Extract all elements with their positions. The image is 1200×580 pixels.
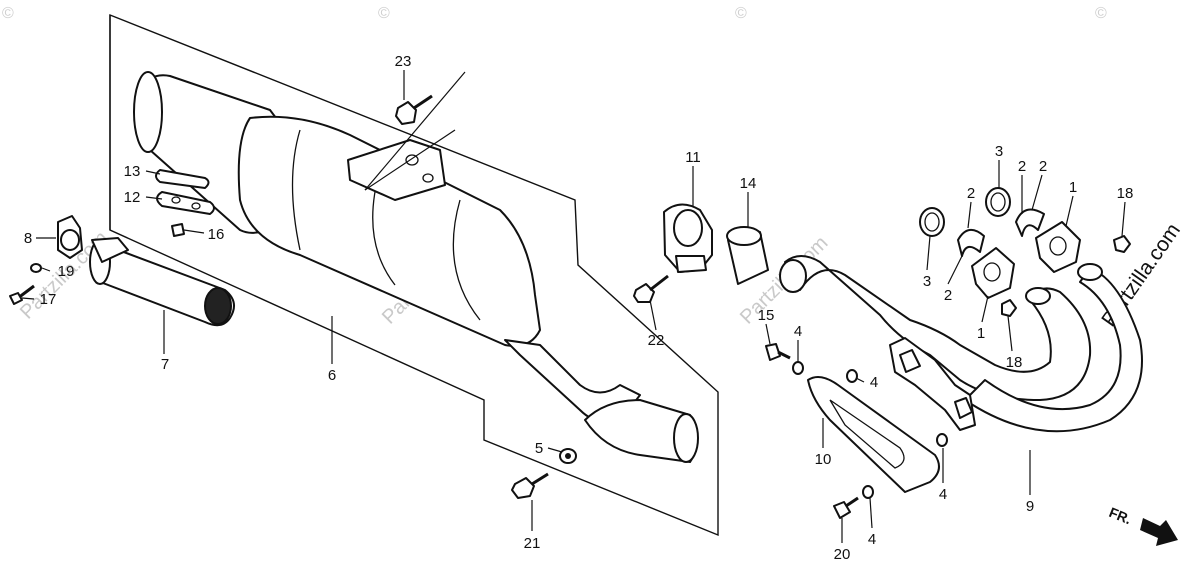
callout-6: 6 bbox=[328, 367, 336, 384]
callout-10: 10 bbox=[815, 451, 832, 468]
callout-17: 17 bbox=[40, 291, 57, 308]
nut-4 bbox=[846, 369, 858, 383]
bolt-16 bbox=[171, 223, 185, 237]
gasket-13 bbox=[155, 169, 210, 189]
fr-arrow-icon bbox=[1140, 518, 1178, 546]
washer-5 bbox=[559, 448, 577, 464]
callout-2: 2 bbox=[944, 287, 952, 304]
small-clamp bbox=[57, 215, 83, 259]
tail-pipe bbox=[89, 237, 235, 327]
callout-11: 11 bbox=[685, 149, 701, 166]
watermark-copyright: © bbox=[735, 5, 747, 22]
callout-5: 5 bbox=[535, 440, 543, 457]
callout-4: 4 bbox=[794, 323, 802, 340]
callout-1: 1 bbox=[1069, 179, 1077, 196]
exhaust-pipe-9 bbox=[779, 255, 1143, 433]
bolt-20 bbox=[833, 496, 859, 519]
watermark-copyright: © bbox=[378, 5, 390, 22]
callout-9: 9 bbox=[1026, 498, 1034, 515]
washer-19 bbox=[30, 263, 42, 273]
bolt-17 bbox=[9, 284, 35, 305]
watermark-copyright: © bbox=[2, 5, 14, 22]
muffler-body bbox=[133, 71, 699, 463]
callout-labels: 23 13 12 16 8 19 17 7 6 5 21 11 14 22 15… bbox=[24, 53, 1134, 563]
bolt-21 bbox=[511, 472, 549, 499]
callout-21: 21 bbox=[524, 535, 541, 552]
bolt-23 bbox=[395, 94, 433, 125]
callout-2: 2 bbox=[1039, 158, 1047, 175]
callout-8: 8 bbox=[24, 230, 32, 247]
callout-16: 16 bbox=[208, 226, 225, 243]
gaskets-collets-flanges bbox=[919, 187, 1131, 317]
nut-4 bbox=[792, 361, 804, 375]
callout-12: 12 bbox=[124, 189, 141, 206]
callout-4: 4 bbox=[939, 486, 947, 503]
fr-label: FR. bbox=[1107, 504, 1134, 527]
nut-4 bbox=[936, 433, 948, 447]
leader-lines bbox=[21, 70, 1126, 543]
muffler-group-frame bbox=[109, 13, 719, 537]
callout-23: 23 bbox=[395, 53, 412, 70]
callout-7: 7 bbox=[161, 356, 169, 373]
band-clamp-11 bbox=[663, 203, 713, 273]
bolt-15 bbox=[765, 343, 791, 361]
heat-shield-10 bbox=[807, 375, 940, 493]
callout-3: 3 bbox=[995, 143, 1003, 160]
callout-19: 19 bbox=[58, 263, 75, 280]
watermark-copyright: © bbox=[1095, 5, 1107, 22]
callout-20: 20 bbox=[834, 546, 851, 563]
callout-2: 2 bbox=[1018, 158, 1026, 175]
gasket-12 bbox=[156, 191, 215, 215]
callout-15: 15 bbox=[758, 307, 775, 324]
callout-18: 18 bbox=[1006, 354, 1023, 371]
callout-14: 14 bbox=[740, 175, 757, 192]
front-direction-indicator: FR. bbox=[1107, 504, 1178, 546]
sleeve-14 bbox=[726, 226, 769, 285]
callout-22: 22 bbox=[648, 332, 665, 349]
callout-18: 18 bbox=[1117, 185, 1134, 202]
bolt-22 bbox=[633, 274, 669, 303]
callout-3: 3 bbox=[923, 273, 931, 290]
nut-4 bbox=[862, 485, 874, 499]
callout-4: 4 bbox=[870, 374, 878, 391]
callout-1: 1 bbox=[977, 325, 985, 342]
callout-13: 13 bbox=[124, 163, 141, 180]
callout-4: 4 bbox=[868, 531, 876, 548]
callout-2: 2 bbox=[967, 185, 975, 202]
